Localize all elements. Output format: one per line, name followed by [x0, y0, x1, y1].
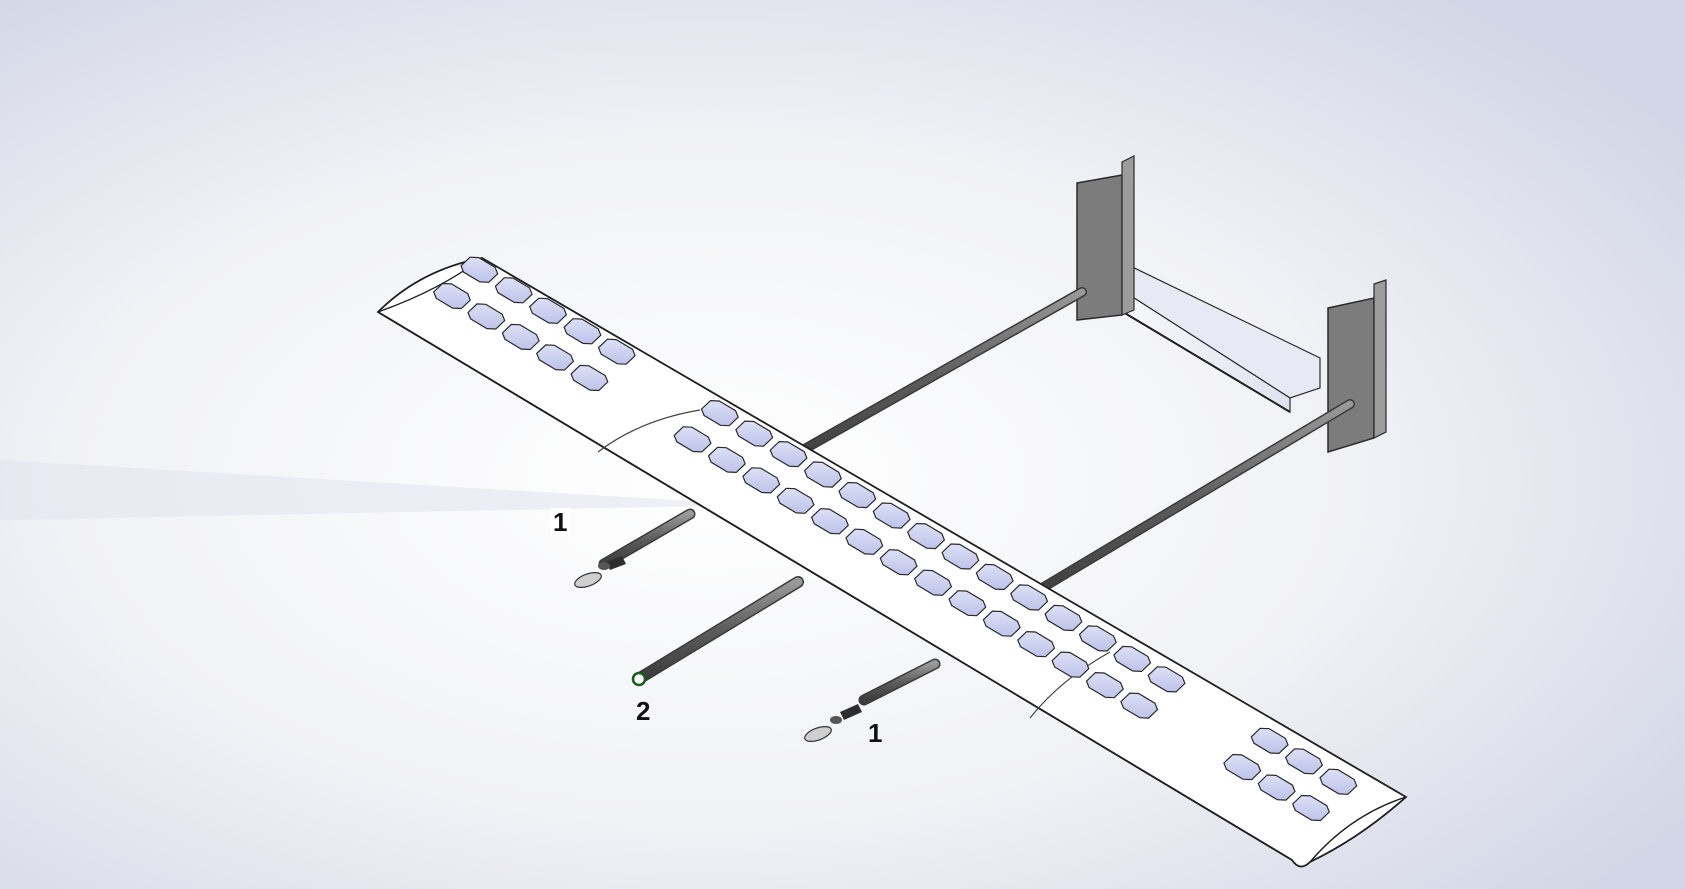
solar-cell-9: [597, 338, 636, 365]
motor-boom-right: [858, 658, 941, 706]
callout-propeller-left: 1: [550, 508, 571, 536]
solar-cell-23: [906, 522, 946, 550]
solar-cell-41: [1284, 748, 1324, 775]
motor-boom-left: [598, 508, 696, 570]
solar-cell-34: [1085, 671, 1124, 699]
vertical-fin-left: [1076, 155, 1135, 321]
solar-cell-39: [1250, 727, 1289, 755]
solar-cell-24: [913, 569, 953, 596]
solar-cell-36: [1120, 692, 1159, 719]
solar-cell-38: [1223, 753, 1262, 781]
solar-cell-42: [1291, 794, 1331, 822]
solar-cell-4: [501, 323, 540, 351]
wing-joint-right: [1029, 651, 1111, 719]
tail-boom-right: [1017, 399, 1355, 605]
solar-cell-18: [810, 508, 850, 535]
solar-cell-27: [975, 563, 1014, 591]
solar-cell-7: [563, 318, 602, 345]
solar-cell-14: [742, 467, 781, 494]
solar-cell-25: [941, 543, 980, 570]
callout-propeller-right: 1: [868, 718, 883, 748]
solar-cell-20: [845, 528, 884, 555]
center-boom: [631, 576, 804, 687]
propeller-left-icon: [574, 556, 626, 588]
solar-cell-35: [1113, 645, 1152, 673]
wing-joint-left: [597, 409, 701, 453]
solar-cell-37: [1147, 666, 1186, 693]
solar-cell-12: [707, 446, 746, 474]
solar-cell-32: [1051, 651, 1090, 678]
solar-cell-15: [769, 440, 808, 468]
solar-cell-16: [776, 487, 815, 514]
solar-cell-3: [494, 277, 533, 304]
solar-cell-0: [432, 282, 472, 310]
solar-cell-21: [872, 502, 911, 529]
solar-cell-29: [1010, 584, 1049, 611]
solar-cell-6: [535, 344, 575, 371]
solar-cell-31: [1044, 604, 1083, 632]
solar-cell-13: [735, 420, 774, 447]
solar-cell-1: [460, 256, 499, 283]
background-shade: [0, 460, 760, 520]
solar-cell-33: [1078, 625, 1117, 652]
solar-cell-17: [803, 461, 843, 488]
solar-cell-10: [673, 426, 712, 453]
solar-cell-43: [1319, 768, 1358, 795]
solar-cell-28: [982, 610, 1021, 637]
solar-cell-22: [879, 549, 918, 576]
solar-cell-26: [948, 590, 987, 617]
solar-cell-19: [838, 481, 877, 509]
solar-cell-40: [1257, 774, 1296, 801]
boom-end-marker: [631, 671, 647, 687]
solar-cell-8: [570, 364, 609, 392]
vertical-fin-right: [1327, 279, 1387, 454]
callout-center-boom: 2: [636, 696, 651, 726]
solar-cell-11: [700, 399, 739, 427]
solar-cell-2: [467, 303, 506, 330]
solar-cell-array: [432, 256, 1358, 822]
solar-cell-5: [528, 297, 568, 324]
tail-boom-left: [773, 287, 1087, 469]
solar-cell-30: [1017, 630, 1056, 658]
propeller-right-icon: [804, 704, 862, 742]
